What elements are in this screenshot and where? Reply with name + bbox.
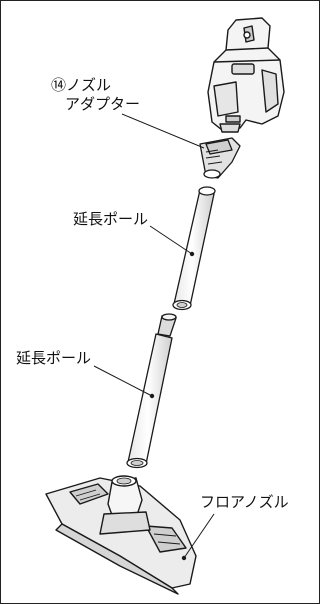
nozzle-adapter-part — [199, 137, 241, 179]
floor-nozzle-label: フロアノズル — [200, 493, 289, 511]
lower-extension-pole — [126, 313, 177, 469]
nozzle-adapter-label-line1: ⑭ノズル — [51, 76, 112, 94]
floor-nozzle-leader-line — [183, 513, 215, 559]
floor-nozzle-part — [45, 475, 197, 595]
extension-pole-upper-label: 延長ポール — [73, 210, 149, 228]
nozzle-adapter-label-line2: アダプター — [65, 95, 141, 113]
nozzle-adapter-label: ⑭ノズル アダプター — [51, 76, 140, 114]
extension-pole-lower-label: 延長ポール — [16, 349, 92, 367]
pole-upper-leader-line — [149, 225, 193, 255]
adapter-leader-line — [121, 113, 205, 149]
pole-lower-leader-line — [93, 365, 153, 397]
vacuum-main-body — [207, 17, 285, 133]
upper-extension-pole — [172, 186, 216, 311]
